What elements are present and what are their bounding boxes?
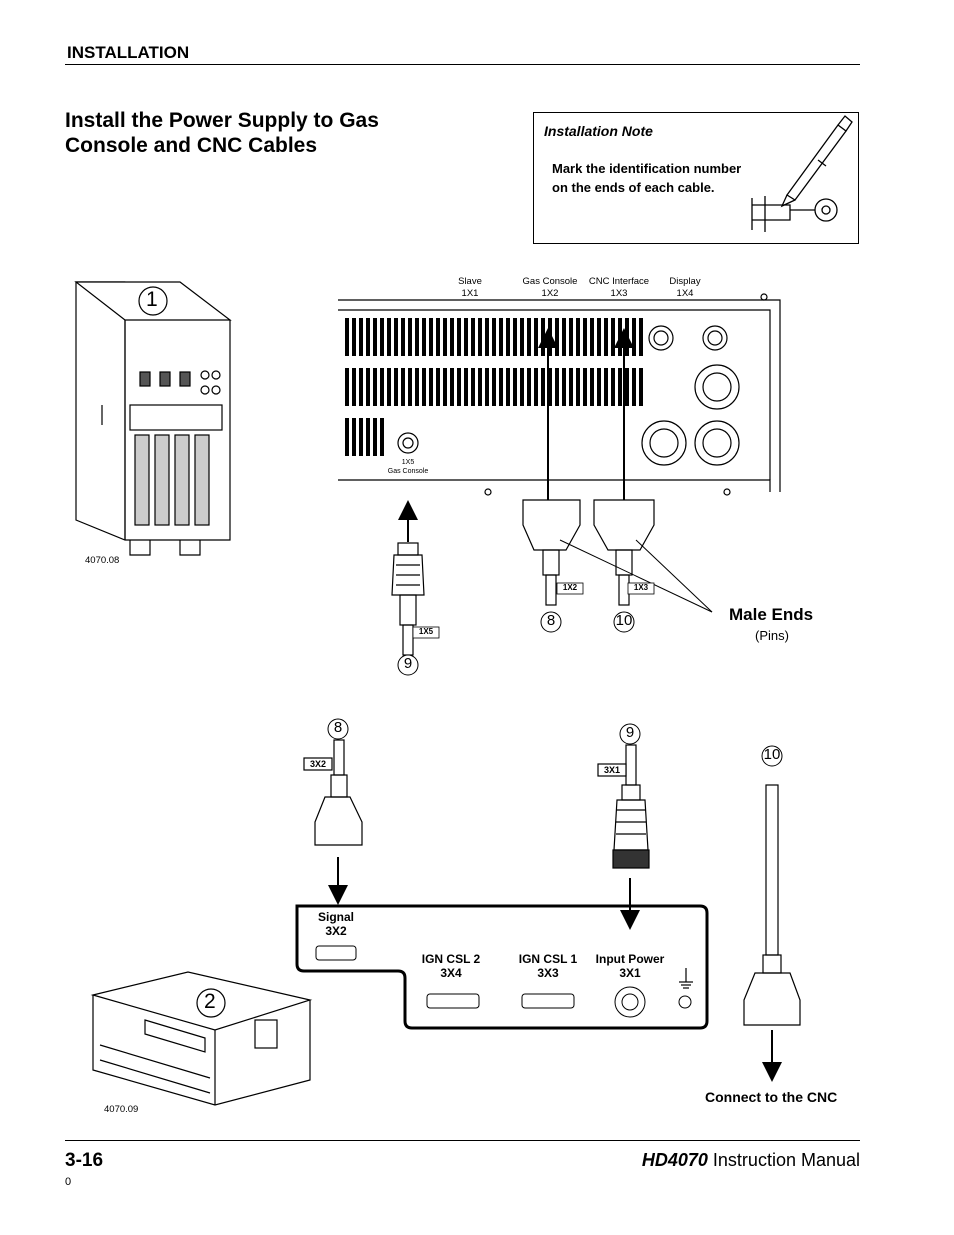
male-ends-title: Male Ends bbox=[729, 605, 814, 624]
manual-title: HD4070 Instruction Manual bbox=[642, 1150, 860, 1171]
callout-1 bbox=[138, 286, 168, 316]
ground-terminal bbox=[678, 995, 692, 1009]
ground-icon bbox=[679, 968, 693, 989]
callout-9-bottom bbox=[619, 723, 641, 745]
cable-8-bottom bbox=[303, 739, 363, 846]
callout-9-top bbox=[397, 654, 419, 676]
power-supply-drawing bbox=[74, 281, 232, 556]
port-3x3-shape bbox=[521, 993, 575, 1009]
figure-id-power-supply: 4070.08 bbox=[85, 555, 120, 566]
header-rule bbox=[65, 64, 860, 65]
callout-8-bottom bbox=[327, 718, 349, 740]
callout-8-top-label: 8 bbox=[546, 612, 556, 629]
product-name: HD4070 bbox=[641, 1150, 708, 1170]
note-text: Mark the identification number on the en… bbox=[552, 161, 742, 195]
port-panel-outline bbox=[295, 904, 709, 1030]
rear-panel-drawing bbox=[338, 299, 781, 492]
note-title: Installation Note bbox=[544, 123, 653, 139]
panel-ports bbox=[397, 293, 768, 496]
port-3x2-shape bbox=[315, 945, 357, 961]
cable-tag-3x2: 3X2 bbox=[309, 759, 326, 769]
cable-9-bottom bbox=[597, 744, 650, 869]
installation-note-box: Installation Note Mark the identificatio… bbox=[533, 112, 859, 244]
revision-number: 0 bbox=[65, 1176, 72, 1188]
callout-8-top bbox=[540, 611, 562, 633]
cable-tag-1x2: 1X2 bbox=[562, 583, 578, 592]
callout-10-bottom-label: 10 bbox=[763, 746, 781, 763]
cable-10-bottom bbox=[743, 784, 801, 1026]
footer-rule bbox=[65, 1140, 860, 1141]
pen-tape-icon bbox=[751, 115, 853, 232]
connect-cnc-label: Connect to the CNC bbox=[705, 1089, 838, 1105]
callout-8-bottom-label: 8 bbox=[333, 719, 343, 736]
page-title: Install the Power Supply to Gas Console … bbox=[65, 109, 379, 157]
manual-label: Instruction Manual bbox=[712, 1150, 860, 1170]
cable-9-top bbox=[391, 542, 425, 656]
callout-9-bottom-label: 9 bbox=[625, 724, 635, 741]
callout-2-label: 2 bbox=[204, 990, 216, 1013]
callout-1-label: 1 bbox=[146, 288, 158, 311]
callout-10-top-label: 10 bbox=[615, 612, 633, 629]
cable-8-top bbox=[522, 499, 581, 606]
section-heading: INSTALLATION bbox=[67, 43, 190, 62]
page-number: 3-16 bbox=[65, 1150, 104, 1171]
cable-tag-3x1: 3X1 bbox=[603, 765, 620, 775]
figure-id-gas-console: 4070.09 bbox=[104, 1104, 139, 1115]
callout-10-top bbox=[613, 611, 635, 633]
callout-9-top-label: 9 bbox=[403, 655, 413, 672]
callout-2 bbox=[196, 988, 226, 1018]
port-3x4-shape bbox=[426, 993, 480, 1009]
cable-tag-1x3: 1X3 bbox=[633, 583, 649, 592]
vent-slots bbox=[345, 318, 643, 456]
callout-10-bottom bbox=[761, 745, 783, 767]
male-ends-sub: (Pins) bbox=[755, 628, 789, 643]
cable-tag-1x5: 1X5 bbox=[418, 627, 434, 636]
